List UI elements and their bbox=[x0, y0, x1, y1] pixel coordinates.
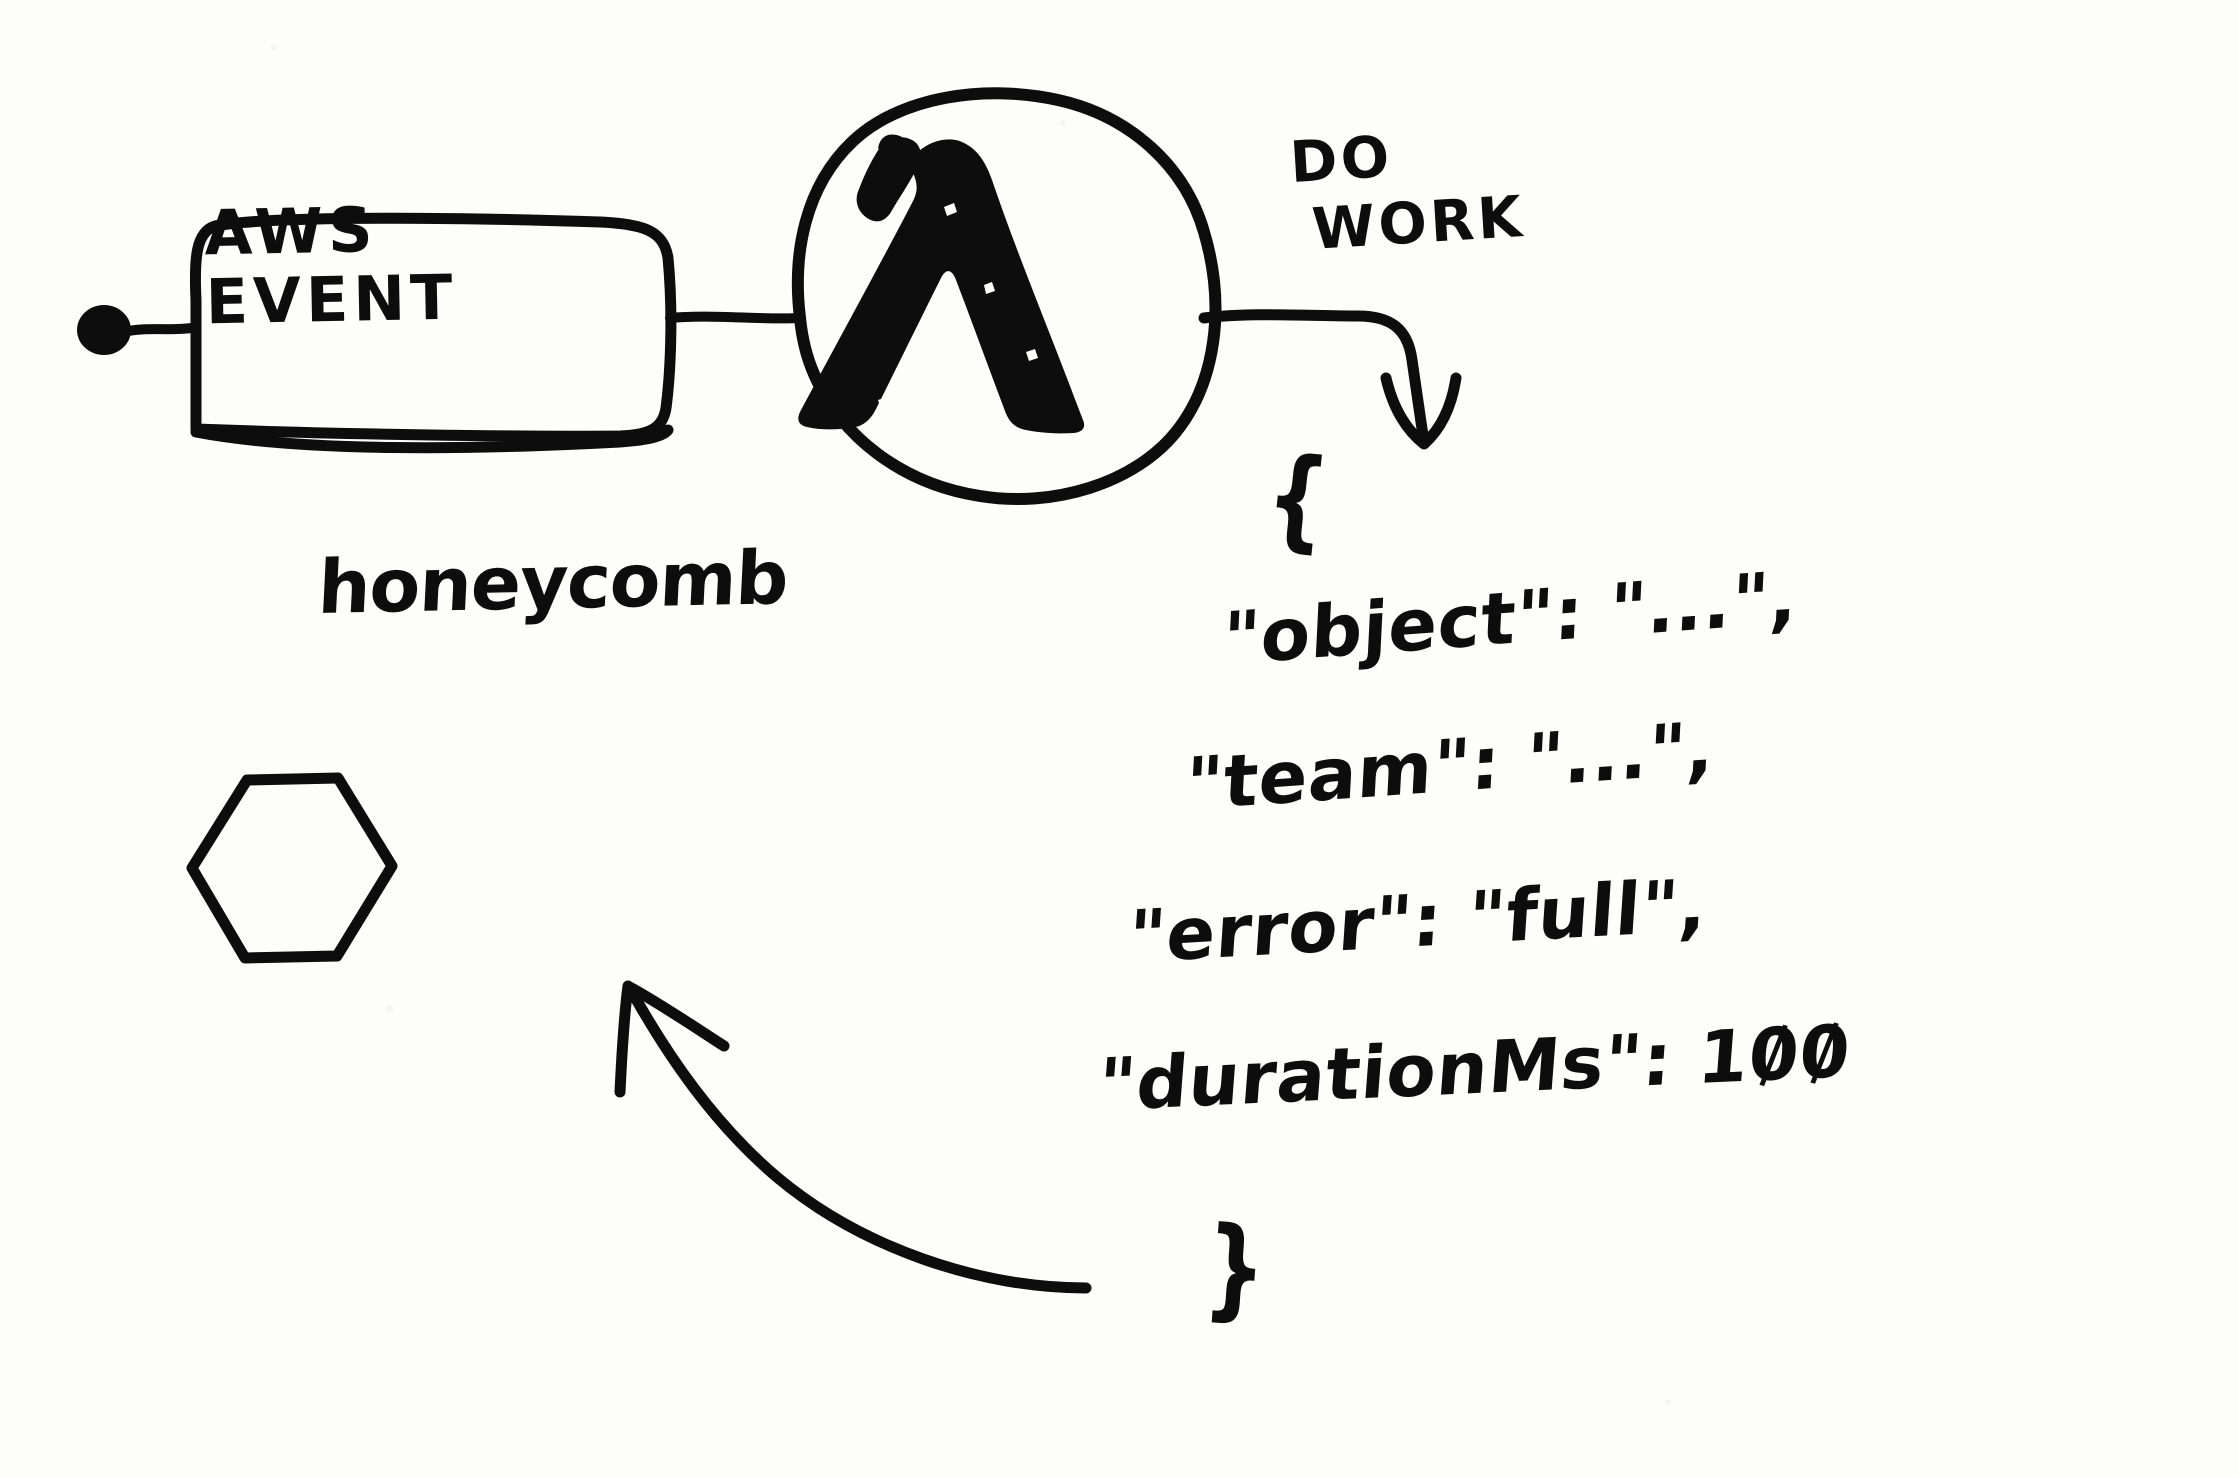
payload-to-honeycomb-arrow-shaft bbox=[626, 986, 1092, 1294]
lambda-circle bbox=[791, 87, 1222, 506]
payload-duration-sep: : bbox=[1639, 1016, 1676, 1103]
do-work-arrowhead bbox=[1380, 372, 1462, 450]
event-to-lambda-connector bbox=[665, 311, 805, 324]
hexagon-logo-icon bbox=[186, 772, 398, 964]
payload-duration-digit-zero-a: 0 bbox=[1745, 1011, 1803, 1098]
lambda-texture-nick bbox=[1026, 349, 1038, 361]
lambda-texture-nick bbox=[984, 282, 995, 294]
honeycomb-wordmark: honeycomb bbox=[315, 535, 790, 631]
payload-to-honeycomb-arrowhead bbox=[614, 980, 730, 1098]
aws-event-box-baseline bbox=[190, 424, 674, 454]
aws-lambda-logo-hook bbox=[856, 137, 921, 222]
start-to-event-connector bbox=[123, 323, 197, 336]
aws-event-box bbox=[189, 212, 677, 442]
aws-event-label-line1: AWS bbox=[203, 193, 379, 270]
start-dot bbox=[77, 305, 131, 355]
payload-brace-close: } bbox=[1200, 1201, 1273, 1335]
payload-duration-digit-zero-b: 0 bbox=[1796, 1008, 1854, 1096]
aws-event-label-line2: EVENT bbox=[204, 261, 459, 339]
aws-lambda-logo-icon bbox=[798, 134, 1085, 434]
do-work-label-line2: WORK bbox=[1310, 184, 1527, 264]
payload-duration-digit-one: 1 bbox=[1694, 1013, 1753, 1101]
lambda-texture-nick bbox=[944, 203, 957, 216]
do-work-label-line1: DO bbox=[1288, 123, 1395, 197]
lambda-texture-nick bbox=[878, 397, 890, 409]
payload-brace-open: { bbox=[1260, 431, 1337, 565]
lambda-texture-nick bbox=[897, 382, 909, 394]
do-work-arrow-shaft bbox=[1198, 309, 1430, 448]
